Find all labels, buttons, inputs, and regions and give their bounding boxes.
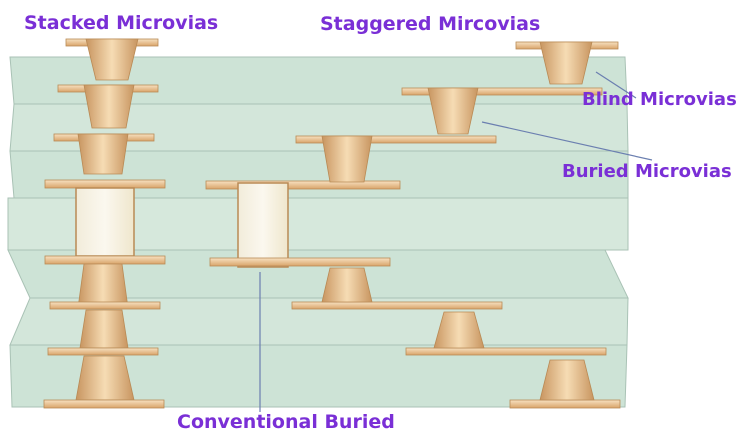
leader-buried: [481, 121, 653, 161]
stacked-microvia-stack: [43, 38, 166, 409]
staggered-microvia-upper: [295, 41, 619, 183]
staggered-microvia-lower: [291, 267, 621, 409]
substrate-layer-7: [9, 344, 628, 408]
label-staggered-microvias: Staggered Mircovias: [320, 13, 541, 35]
conventional-buried-via: [205, 180, 401, 268]
label-blind-microvias: Blind Microvias: [582, 89, 737, 110]
leader-blind: [595, 71, 637, 99]
label-buried-microvias: Buried Microvias: [562, 161, 732, 182]
label-stacked-microvias: Stacked Microvias: [24, 12, 219, 34]
substrate-layer-4: [7, 197, 629, 251]
label-conventional-buried: Conventional Buried: [177, 411, 395, 433]
leader-lines: [259, 71, 653, 412]
